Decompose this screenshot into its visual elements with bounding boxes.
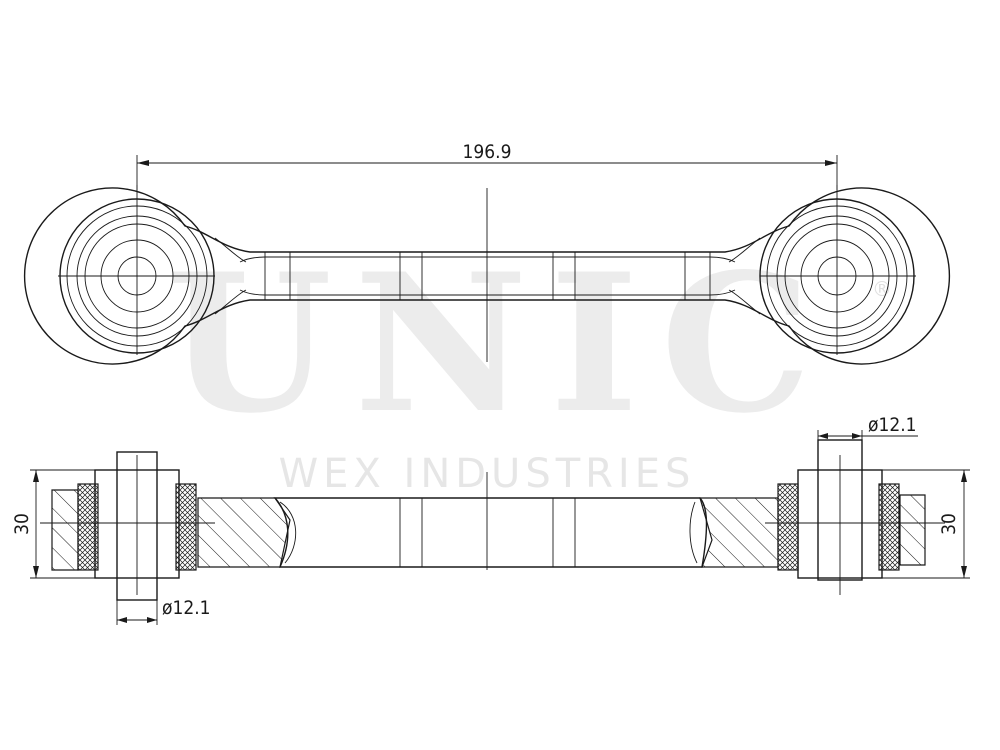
side-arm-section-lines [399, 498, 576, 567]
left-outer-ring-section [51, 489, 79, 571]
watermark-brand: UNIC [166, 232, 833, 455]
left-rubber-outer [175, 483, 197, 571]
height-right-label: 30 [938, 513, 960, 535]
right-arm-section [699, 497, 779, 568]
length-dimension: 196.9 [136, 141, 838, 190]
left-eye-top [58, 185, 215, 355]
bore-left-label: ø12.1 [162, 597, 211, 619]
left-rubber-inner [77, 483, 99, 571]
height-dimension-left: 30 [11, 469, 95, 579]
side-arm-body [273, 497, 708, 568]
left-inner-sleeve [116, 451, 158, 601]
side-view [40, 439, 945, 601]
bore-dimension-right: ø12.1 [817, 414, 918, 440]
watermark: UNIC ® WEX INDUSTRIES [166, 232, 892, 497]
left-arm-section [197, 497, 291, 568]
top-view-outline [23, 187, 951, 365]
side-arm-inner [279, 501, 698, 564]
top-view-section-lines [264, 252, 711, 300]
right-eye-top [759, 185, 916, 355]
height-dimension-right: 30 [880, 469, 970, 579]
watermark-company: WEX INDUSTRIES [279, 451, 696, 497]
top-view-fillet-left [214, 237, 247, 315]
top-view-fillet-right [728, 237, 761, 315]
right-outer-ring-section [899, 494, 926, 566]
watermark-registered-mark: ® [872, 277, 892, 301]
bore-dimension-left: ø12.1 [116, 597, 211, 625]
right-rubber-inner [777, 483, 799, 571]
length-dimension-label: 196.9 [463, 141, 512, 163]
top-view [23, 185, 951, 365]
height-left-label: 30 [11, 513, 33, 535]
bore-right-label: ø12.1 [868, 414, 917, 436]
right-rubber-outer [878, 483, 900, 571]
top-view-inner-profile [239, 256, 736, 296]
